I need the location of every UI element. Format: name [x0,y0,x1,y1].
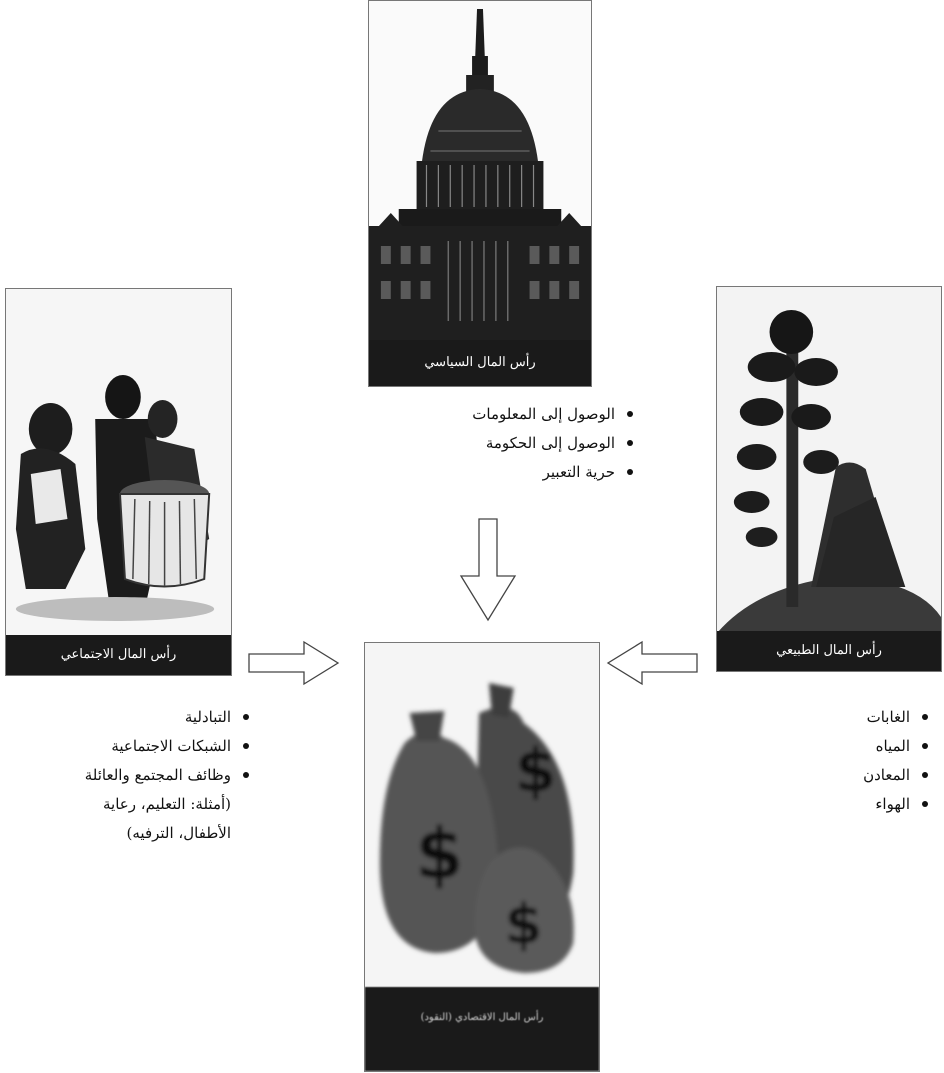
natural-capital-list: الغابات المياه المعادن الهواء [740,703,928,819]
svg-text:$: $ [505,892,543,956]
political-capital-list: الوصول إلى المعلومات الوصول إلى الحكومة … [400,400,633,487]
list-item: الوصول إلى المعلومات [400,400,633,429]
panel-economic-capital: $ $ $ رأس المال الاقتصادي (النقود) [364,642,600,1072]
left-arrow-icon [606,640,698,686]
right-arrow-icon [248,640,340,686]
bullet-icon [627,440,633,446]
list-item: حرية التعبير [400,458,633,487]
bullet-icon [243,772,249,778]
bullet-icon [243,743,249,749]
social-capital-list: التبادلية الشبكات الاجتماعية وظائف المجت… [0,703,249,848]
list-item: التبادلية [0,703,249,732]
bullet-icon [922,743,928,749]
list-item: المياه [740,732,928,761]
economic-capital-caption: رأس المال الاقتصادي (النقود) [365,987,599,1071]
list-item: الشبكات الاجتماعية [0,732,249,761]
panel-political-capital: رأس المال السياسي [368,0,592,387]
list-item: المعادن [740,761,928,790]
down-arrow-icon [459,518,517,622]
svg-text:$: $ [415,814,463,895]
social-capital-caption: رأس المال الاجتماعي [6,635,231,675]
money-bags-image: $ $ $ [365,643,599,988]
bullet-icon [922,772,928,778]
list-item: الوصول إلى الحكومة [400,429,633,458]
panel-social-capital: رأس المال الاجتماعي [5,288,232,676]
bullet-icon [922,801,928,807]
list-item-continuation: (أمثلة: التعليم، رعاية [103,795,231,813]
bullet-icon [627,469,633,475]
panel-natural-capital: رأس المال الطبيعي [716,286,942,672]
pine-tree-image [717,287,941,633]
list-item: الهواء [740,790,928,819]
svg-text:$: $ [515,737,556,806]
people-gathering-image [6,289,231,633]
capitol-building-image [369,1,591,341]
bullet-icon [243,714,249,720]
list-item: وظائف المجتمع والعائلة [0,761,249,790]
political-capital-caption: رأس المال السياسي [369,340,591,386]
bullet-icon [627,411,633,417]
bullet-icon [922,714,928,720]
list-item: الغابات [740,703,928,732]
natural-capital-caption: رأس المال الطبيعي [717,631,941,671]
list-item-continuation: الأطفال، الترفيه) [126,824,231,842]
